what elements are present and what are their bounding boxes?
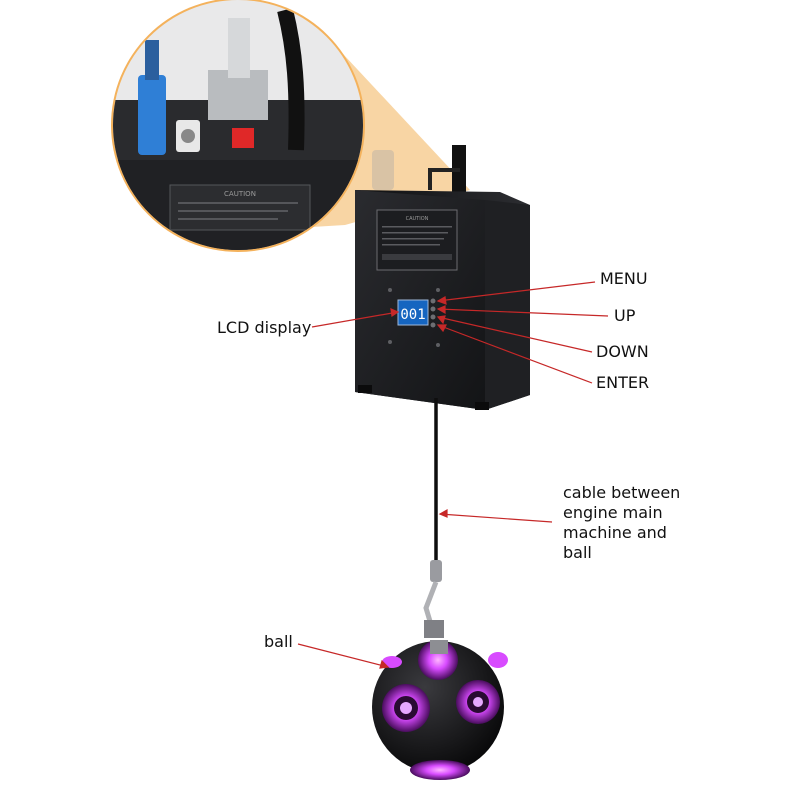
light-port-upper-right	[488, 652, 508, 668]
ball	[372, 640, 508, 780]
caution-plate-zoom	[169, 184, 311, 231]
label-enter: ENTER	[596, 373, 650, 392]
label-ball: ball	[264, 632, 293, 651]
label-lcd-display: LCD display	[217, 318, 312, 337]
menu-button[interactable]	[430, 298, 436, 304]
bracket-icon	[208, 70, 268, 120]
leader-lines	[297, 281, 609, 669]
device-top-connectors	[372, 145, 466, 195]
power-switch-icon	[232, 128, 254, 148]
leader-ball	[297, 643, 389, 668]
label-menu: MENU	[600, 269, 648, 288]
lcd-reading: 001	[400, 307, 425, 323]
caution-plate-zoom-title: CAUTION	[224, 190, 256, 198]
label-cable: cable between engine main machine and ba…	[563, 483, 681, 562]
up-button[interactable]	[430, 306, 436, 312]
label-down: DOWN	[596, 342, 649, 361]
light-port-bottom	[410, 760, 470, 780]
label-up: UP	[614, 306, 636, 325]
zoom-callout: CAUTION	[111, 0, 365, 252]
light-port-upper-left	[382, 656, 402, 668]
blue-connector-icon	[138, 75, 166, 155]
leader-enter	[437, 324, 593, 384]
enter-button[interactable]	[430, 322, 436, 328]
leader-down	[437, 316, 593, 353]
leader-cable	[439, 513, 553, 523]
leader-up	[437, 308, 609, 317]
caution-label-title: CAUTION	[406, 216, 429, 222]
leader-menu	[437, 281, 596, 302]
down-button[interactable]	[430, 314, 436, 320]
leader-lcd	[311, 311, 399, 328]
ball-hook	[423, 560, 444, 638]
power-cable-icon	[277, 8, 305, 151]
